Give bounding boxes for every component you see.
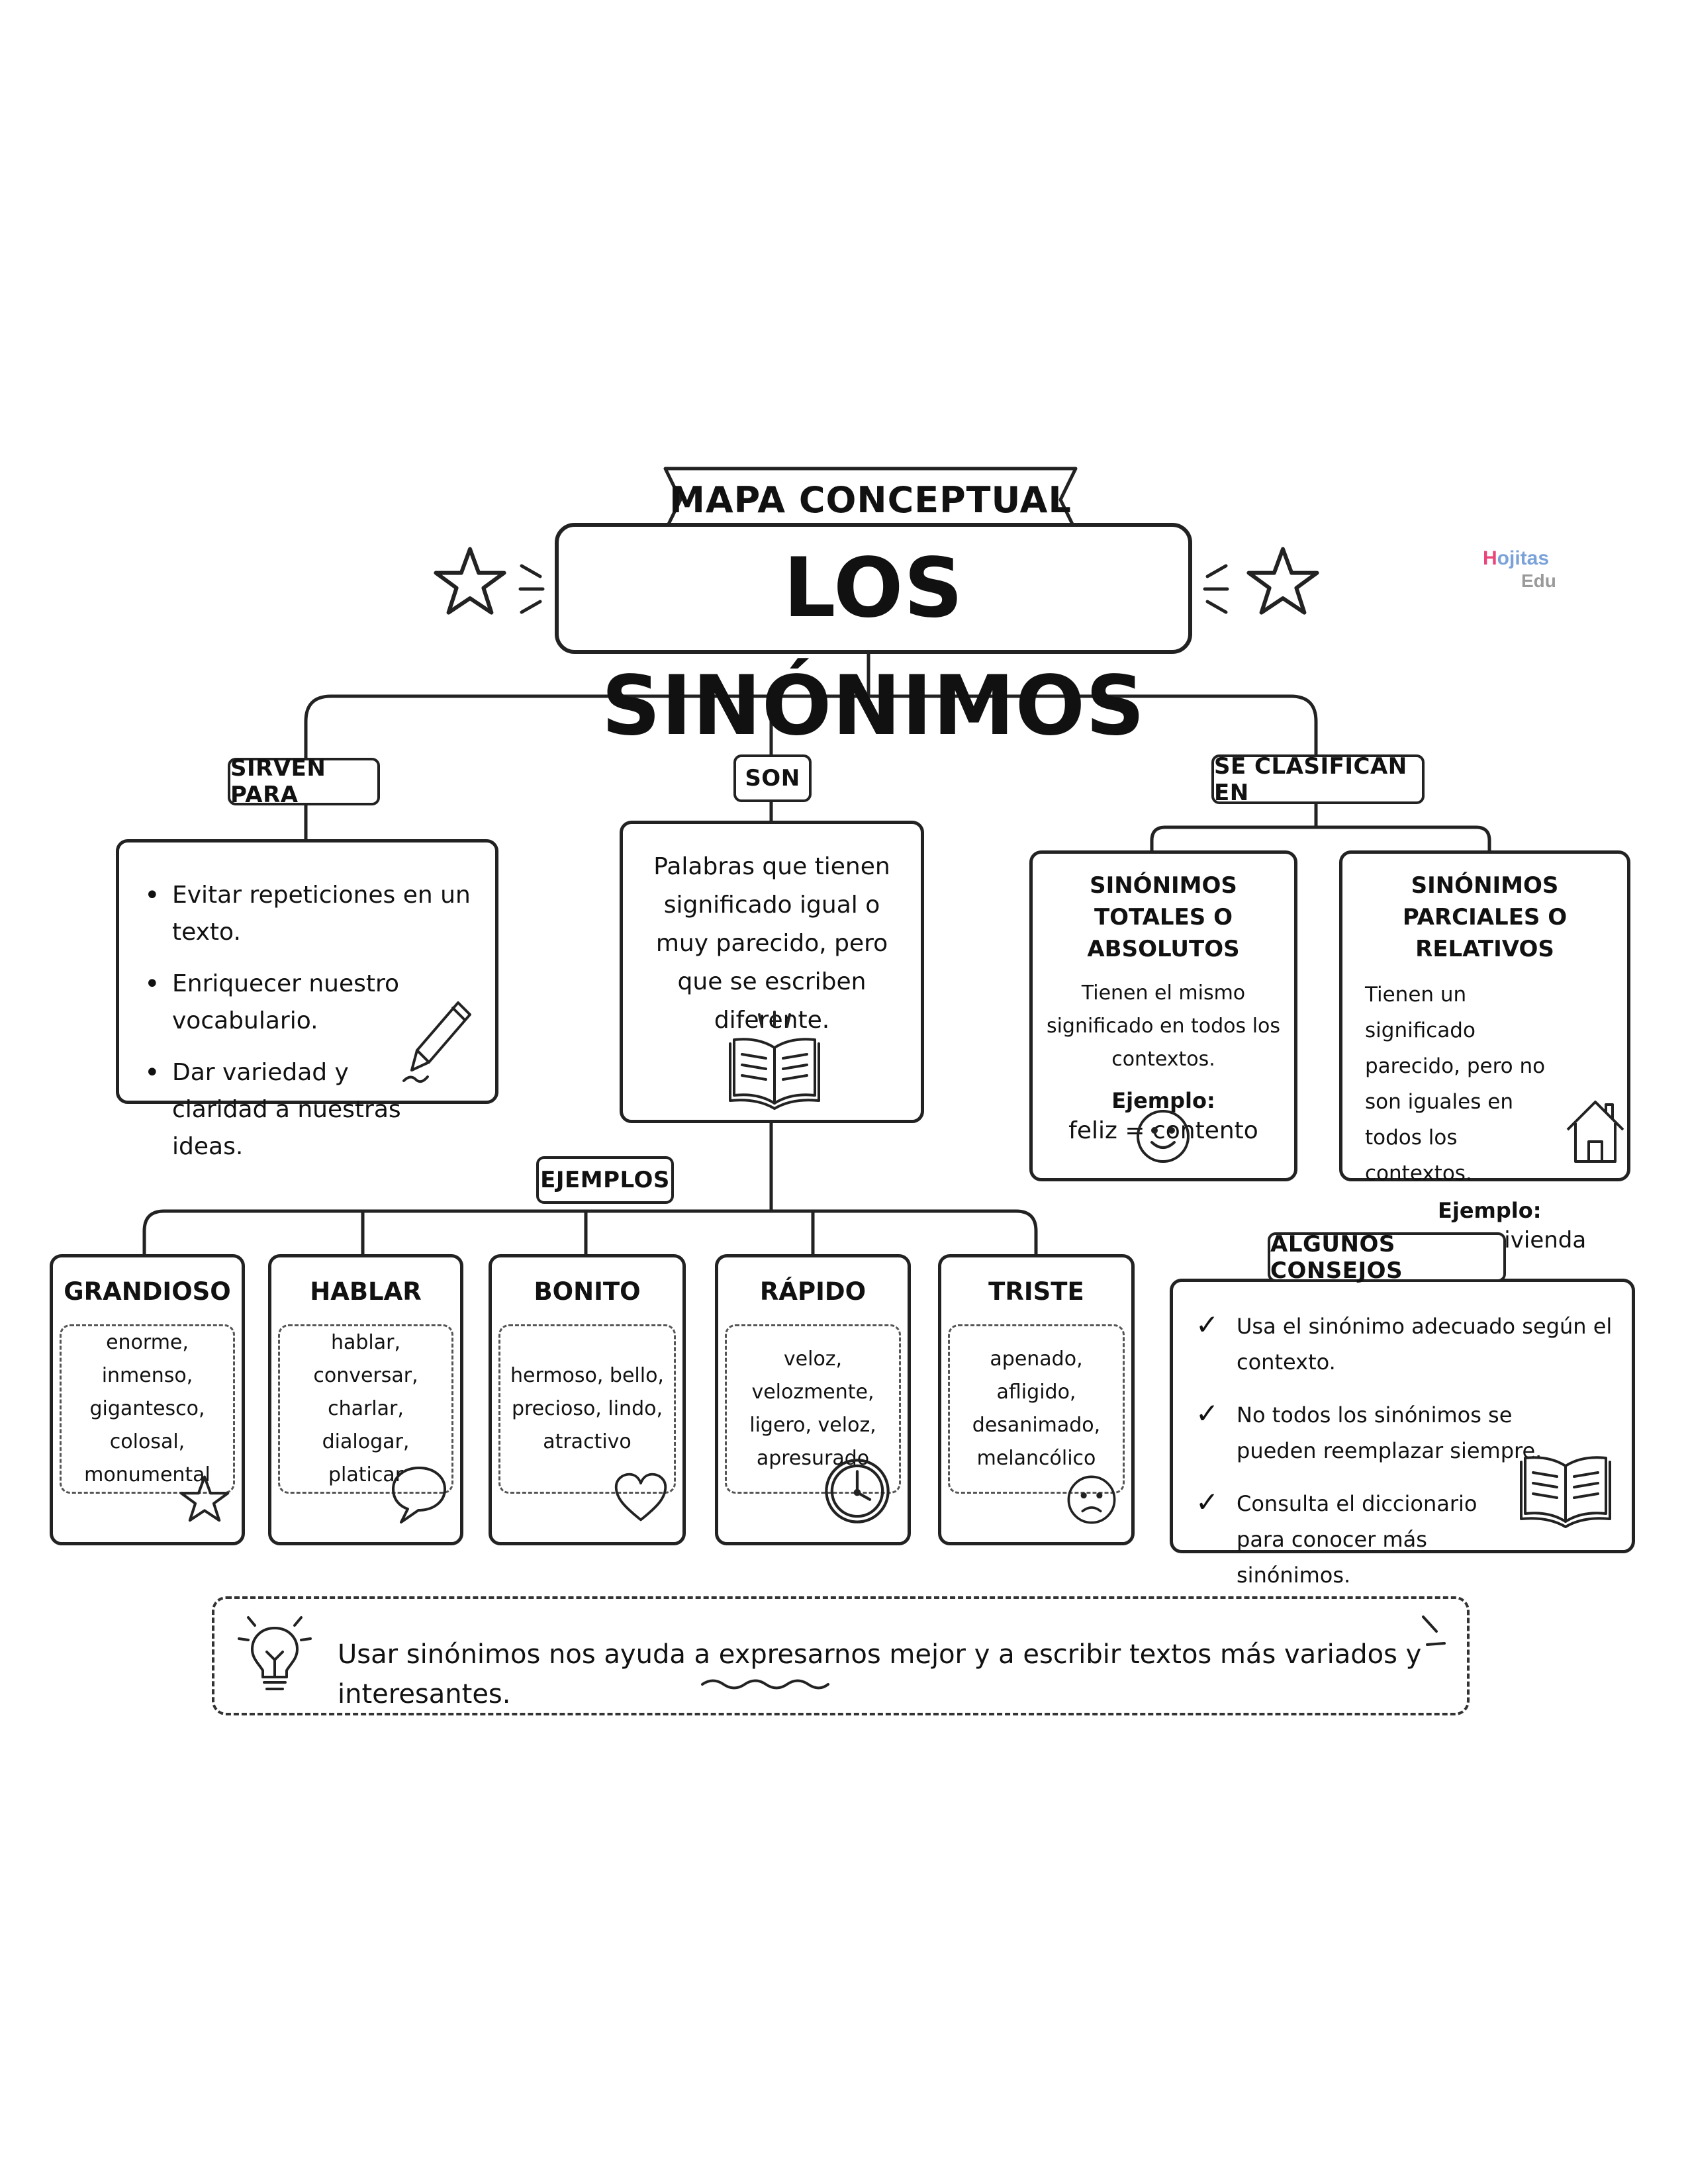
example-title: RÁPIDO: [759, 1277, 867, 1306]
speech-bubble-icon: [392, 1467, 446, 1524]
consejo-text: Usa el sinónimo adecuado según el contex…: [1237, 1314, 1613, 1375]
example-title: HABLAR: [310, 1277, 422, 1306]
consejos-box: ✓ Usa el sinónimo adecuado según el conte…: [1170, 1279, 1635, 1588]
clock-icon: [825, 1459, 890, 1524]
check-icon: ✓: [1196, 1397, 1219, 1430]
check-icon: ✓: [1196, 1486, 1219, 1518]
lightbulb-icon: [238, 1616, 312, 1690]
list-item: Enriquecer nuestro vocabulario.: [126, 966, 482, 1040]
sirven-para-box: Evitar repeticiones en un texto. Enrique…: [116, 839, 498, 1160]
consejos-list: ✓ Usa el sinónimo adecuado según el conte…: [1182, 1308, 1618, 1593]
footer-note-box: [212, 1596, 1470, 1715]
sinonimos-parciales-example-label: Ejemplo:: [1438, 1198, 1542, 1223]
sad-face-icon: [1067, 1475, 1116, 1524]
label-se-clasifican-en: SE CLASIFICAN EN: [1211, 753, 1425, 806]
sinonimos-parciales-box: SINÓNIMOS PARCIALES O RELATIVOS Tienen u…: [1339, 850, 1630, 1253]
footer-note-text: Usar sinónimos nos ayuda a expresarnos m…: [338, 1639, 1422, 1709]
example-title: BONITO: [534, 1277, 641, 1306]
page-title: LOS SINÓNIMOS: [601, 541, 1146, 754]
label-ejemplos: EJEMPLOS: [536, 1156, 674, 1204]
sinonimos-totales-box: SINÓNIMOS TOTALES O ABSOLUTOS Tienen el …: [1029, 850, 1297, 1181]
consejo-text: Consulta el diccionario para conocer más…: [1237, 1491, 1477, 1588]
label-algunos-consejos: ALGUNOS CONSEJOS: [1268, 1231, 1506, 1284]
sinonimos-parciales-text: Tienen un significado parecido, pero no …: [1365, 983, 1546, 1185]
example-words: apenado, afligido, desanimado, melancóli…: [948, 1324, 1125, 1494]
sinonimos-totales-title: SINÓNIMOS TOTALES O ABSOLUTOS: [1087, 872, 1240, 962]
star-icon: [434, 547, 506, 615]
list-item: ✓ No todos los sinónimos se pueden reempl…: [1182, 1397, 1618, 1469]
pencil-icon: [402, 1001, 471, 1083]
sirven-para-list: Evitar repeticiones en un texto. Enrique…: [126, 877, 482, 1165]
connector-main-branch: [304, 694, 1318, 762]
connector-ejemplos-bar: [142, 1209, 1038, 1256]
wavy-underline: [701, 1679, 829, 1690]
list-item: ✓ Usa el sinónimo adecuado según el conte…: [1182, 1308, 1618, 1380]
label-sirven-para: SIRVEN PARA: [228, 755, 380, 808]
sparkle-lines-icon: [1203, 564, 1229, 614]
sinonimos-totales-text: Tienen el mismo significado en todos los…: [1046, 981, 1281, 1071]
banner-text: MAPA CONCEPTUAL: [669, 479, 1072, 521]
sinonimos-totales-example: feliz = contento: [1068, 1117, 1258, 1144]
consejo-text: No todos los sinónimos se pueden reempla…: [1237, 1402, 1542, 1463]
house-icon: [1566, 1101, 1624, 1163]
star-icon: [179, 1475, 230, 1522]
logo-suffix: Edu: [1521, 570, 1556, 591]
title-box: [555, 523, 1192, 654]
example-words: hermoso, bello, precioso, lindo, atracti…: [498, 1324, 676, 1494]
example-card-rapido: RÁPIDO veloz, velozmente, ligero, veloz,…: [715, 1254, 911, 1545]
check-icon: ✓: [1196, 1308, 1219, 1341]
sinonimos-parciales-title: SINÓNIMOS PARCIALES O RELATIVOS: [1402, 872, 1568, 962]
open-book-icon: [1520, 1456, 1611, 1528]
brand-logo: Hojitas Edu: [1483, 547, 1582, 600]
star-icon: [1246, 547, 1319, 615]
connector-clasifican-split: [1150, 825, 1491, 852]
sparkle-lines-icon: [1422, 1615, 1446, 1646]
example-title: GRANDIOSO: [64, 1277, 231, 1306]
son-definition-text: Palabras que tienen significado igual o …: [653, 853, 890, 1034]
logo-initial: H: [1483, 547, 1497, 569]
example-words: hablar, conversar, charlar, dialogar, pl…: [278, 1324, 453, 1494]
sparkle-lines-icon: [518, 564, 545, 614]
example-card-hablar: HABLAR hablar, conversar, charlar, dialo…: [268, 1254, 463, 1545]
son-definition-box: Palabras que tienen significado igual o …: [620, 821, 924, 1123]
open-book-icon: [729, 1011, 820, 1110]
example-card-bonito: BONITO hermoso, bello, precioso, lindo, …: [489, 1254, 686, 1545]
label-son: SON: [733, 754, 812, 802]
list-item: ✓ Consulta el diccionario para conocer má…: [1182, 1486, 1618, 1593]
sinonimos-totales-example-label: Ejemplo:: [1111, 1088, 1215, 1113]
example-words: enorme, inmenso, gigantesco, colosal, mo…: [60, 1324, 235, 1494]
example-title: TRISTE: [988, 1277, 1084, 1306]
list-item: Dar variedad y claridad a nuestras ideas…: [126, 1054, 482, 1165]
logo-word: ojitas: [1497, 547, 1550, 569]
list-item: Evitar repeticiones en un texto.: [126, 877, 482, 951]
heart-icon: [614, 1473, 667, 1522]
smiley-face-icon: [1137, 1110, 1190, 1163]
example-card-grandioso: GRANDIOSO enorme, inmenso, gigantesco, c…: [50, 1254, 245, 1545]
example-card-triste: TRISTE apenado, afligido, desanimado, me…: [938, 1254, 1135, 1545]
